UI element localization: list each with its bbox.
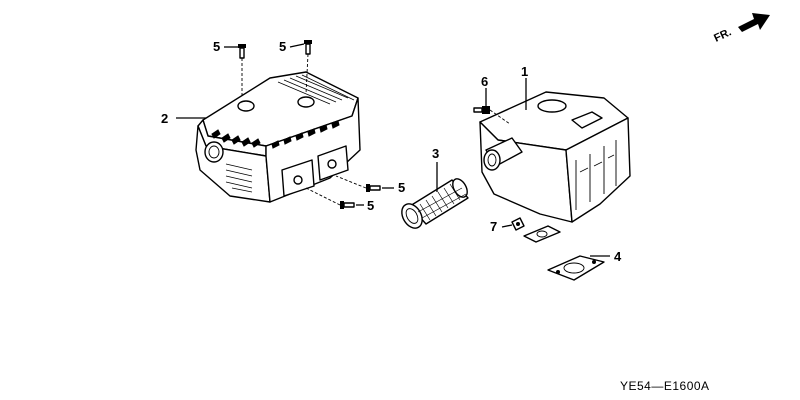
exhaust-opening (204, 141, 224, 163)
bolt-top-left (238, 44, 246, 98)
front-direction-indicator: FR. (712, 13, 770, 45)
lower-louvers (225, 163, 253, 193)
callout-7: 7 (490, 219, 497, 234)
bolt-hole-right (297, 96, 315, 108)
callout-4: 4 (614, 249, 622, 264)
callout-5-top-right: 5 (279, 39, 286, 54)
diagram-code: YE54—E1600A (620, 379, 710, 393)
gasket-part (547, 255, 605, 281)
muffler-inlet-flange (523, 225, 561, 243)
side-embossing (575, 140, 617, 210)
callout-5-top-left: 5 (213, 39, 220, 54)
callout-3: 3 (432, 146, 439, 161)
spark-arrester-part (401, 178, 469, 229)
leader-lines (176, 43, 610, 257)
nut-part-7 (511, 217, 525, 231)
callout-1: 1 (521, 64, 528, 79)
side-slot-vents (211, 120, 340, 149)
bolt-side-upper (335, 175, 381, 192)
callout-2: 2 (161, 111, 168, 126)
bolt-top-right (304, 40, 312, 95)
bolt-hole-left (237, 100, 255, 112)
callout-5-side-lower: 5 (367, 198, 374, 213)
muffler-part (479, 91, 631, 243)
bolt-part-6 (473, 106, 511, 125)
screen-mesh (417, 183, 467, 221)
direction-label: FR. (712, 26, 733, 44)
top-vent-ridges (277, 74, 355, 105)
callout-5-side-upper: 5 (398, 180, 405, 195)
front-arrow-icon (738, 13, 770, 32)
muffler-protector-part (195, 71, 361, 203)
callout-6: 6 (481, 74, 488, 89)
bolt-side-lower (305, 187, 355, 209)
